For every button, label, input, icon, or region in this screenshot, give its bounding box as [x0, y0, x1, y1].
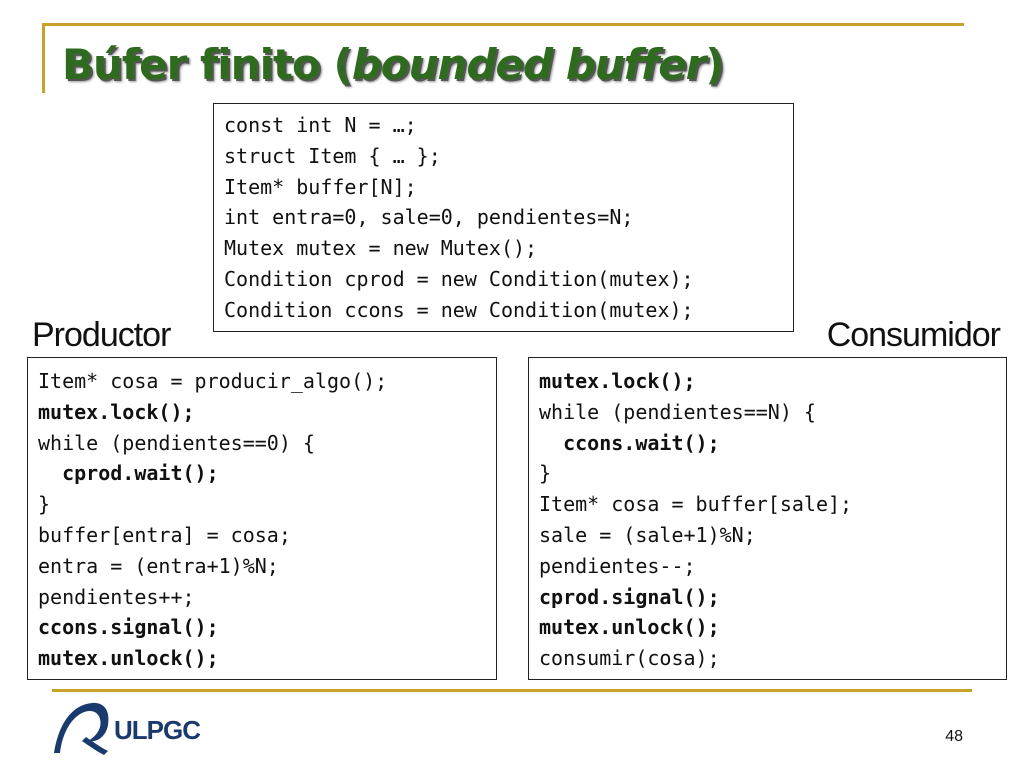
code-line: while (pendientes==N) { — [539, 399, 816, 424]
consumer-code-box: mutex.lock(); while (pendientes==N) { cco… — [528, 357, 1007, 680]
code-line: pendientes--; — [539, 553, 696, 578]
frame-left-line — [42, 23, 45, 93]
code-line: Condition cprod = new Condition(mutex); — [224, 266, 694, 291]
code-line: ccons.signal(); — [38, 615, 219, 640]
code-line: Item* cosa = producir_algo(); — [38, 369, 388, 393]
code-line: mutex.lock(); — [38, 399, 195, 424]
slide-title-end: ) — [705, 40, 724, 89]
logo-text: ULPGC — [114, 715, 201, 745]
code-line: mutex.lock(); — [539, 369, 696, 393]
code-line: entra = (entra+1)%N; — [38, 553, 279, 578]
slide-title-main: Búfer finito ( — [62, 40, 353, 89]
code-line: Mutex mutex = new Mutex(); — [224, 236, 538, 261]
code-line: Item* cosa = buffer[sale]; — [539, 492, 853, 517]
code-line: while (pendientes==0) { — [38, 430, 315, 455]
code-line: ccons.wait(); — [539, 430, 720, 455]
ulpgc-logo: ULPGC — [48, 697, 208, 757]
code-line: sale = (sale+1)%N; — [539, 522, 756, 547]
frame-bottom-line — [52, 689, 972, 692]
frame-top-line — [42, 23, 964, 26]
slide-title: Búfer finito (bounded buffer) — [62, 40, 725, 89]
code-line: mutex.unlock(); — [539, 615, 720, 640]
code-line: int entra=0, sale=0, pendientes=N; — [224, 205, 634, 230]
consumer-label: Consumidor — [826, 316, 1001, 354]
slide-title-italic: bounded buffer — [351, 40, 707, 89]
ulpgc-logo-icon — [54, 702, 109, 755]
code-line: buffer[entra] = cosa; — [38, 522, 291, 547]
code-line: Item* buffer[N]; — [224, 174, 417, 199]
code-line: } — [539, 461, 552, 486]
page-number: 48 — [945, 728, 963, 745]
producer-label: Productor — [32, 316, 171, 354]
code-line: cprod.signal(); — [539, 584, 720, 609]
code-line: cprod.wait(); — [38, 461, 219, 486]
code-line: pendientes++; — [38, 584, 195, 609]
producer-code-box: Item* cosa = producir_algo(); mutex.lock(… — [27, 357, 497, 680]
declarations-code-box: const int N = …; struct Item { … }; Item* … — [213, 103, 794, 332]
code-line: struct Item { … }; — [224, 143, 441, 168]
code-line: const int N = …; — [224, 113, 417, 137]
code-line: } — [38, 492, 51, 517]
code-line: consumir(cosa); — [539, 646, 720, 671]
code-line: mutex.unlock(); — [38, 646, 219, 671]
code-line: Condition ccons = new Condition(mutex); — [224, 297, 694, 322]
